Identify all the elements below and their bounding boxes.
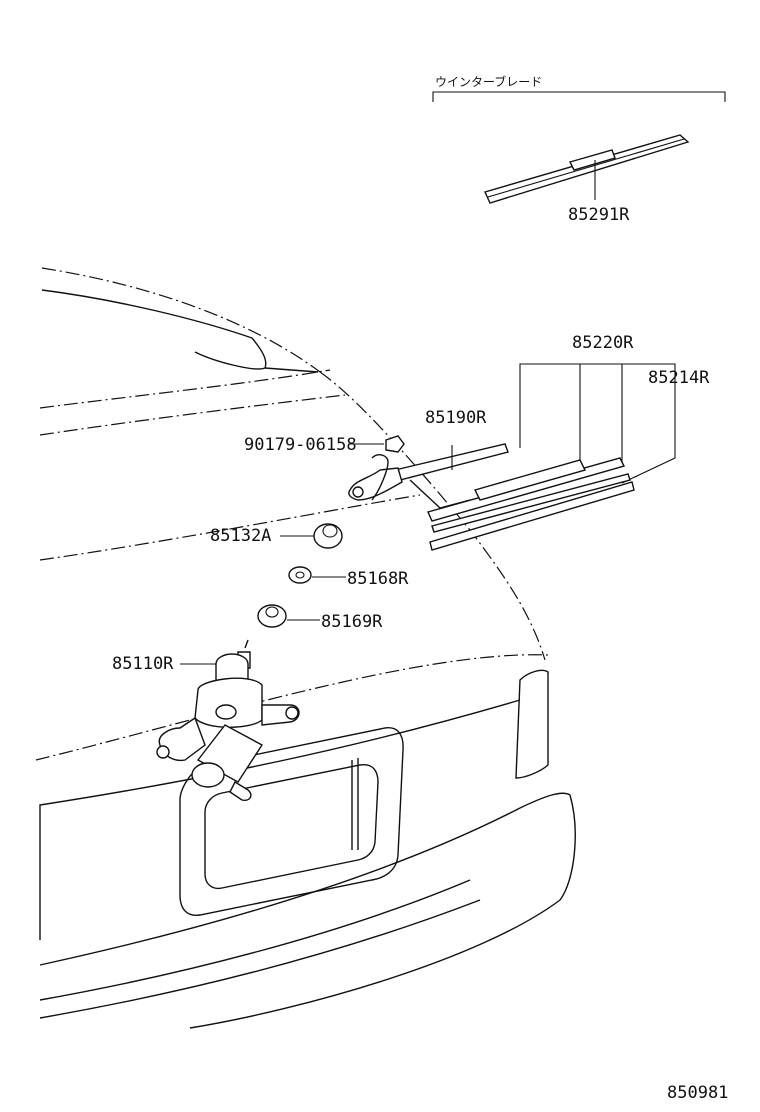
motor-gear-housing — [194, 677, 263, 728]
wiper-arm-spring — [371, 454, 389, 501]
seal-hole — [265, 606, 279, 618]
glass-top-line — [39, 369, 331, 409]
motor-shaft-tip — [244, 639, 249, 649]
car-body — [35, 267, 576, 1029]
wiper-motor-group: 85110R — [112, 639, 300, 802]
wiper-rubber-refill — [429, 481, 635, 551]
motor-gear-cap — [215, 704, 237, 720]
seal — [257, 604, 287, 628]
label-85190R: 85190R — [425, 408, 487, 428]
roof-edge-line — [41, 267, 321, 373]
label-85110R: 85110R — [112, 654, 174, 674]
bracket-hole-right — [285, 706, 299, 720]
label-90179-06158: 90179-06158 — [244, 435, 357, 455]
door-lower-line — [35, 654, 549, 761]
bumper-face — [189, 794, 576, 1029]
wiper-assy-group: 85220R 85214R 85190R 90179-06158 — [244, 333, 710, 551]
label-85220R: 85220R — [572, 333, 634, 353]
label-85291R: 85291R — [568, 205, 630, 225]
group-label: ウインターブレード — [435, 74, 542, 89]
label-85168R: 85168R — [347, 569, 409, 589]
wiper-blade-yoke — [473, 459, 587, 501]
bracket-hole-left — [156, 745, 170, 759]
arm-nut — [385, 435, 405, 453]
winter-blade-rib — [487, 138, 685, 198]
bumper-lower-2 — [39, 899, 481, 1019]
license-recess-edge — [351, 758, 359, 850]
glass-bottom-line — [39, 494, 421, 561]
label-85169R: 85169R — [321, 612, 383, 632]
spoiler-underside — [264, 367, 319, 373]
winter-blade-group: ウインターブレード 85291R — [432, 74, 726, 225]
arm-pivot-hole — [352, 486, 364, 498]
small-parts-group: 85132A 85168R 85169R — [210, 523, 409, 632]
wiper-blade-rubber-upper — [431, 473, 631, 533]
tail-lamp — [515, 669, 549, 779]
winter-blade-body — [484, 134, 690, 204]
glass-top-line-2 — [39, 394, 346, 436]
leader-bracket-85214R — [519, 363, 676, 484]
pivot-cap — [313, 523, 343, 549]
drawing-number: 850981 — [667, 1083, 728, 1103]
panel-side-line — [39, 699, 521, 940]
label-85214R: 85214R — [648, 368, 710, 388]
bumper-top — [39, 792, 571, 966]
spoiler-top — [41, 289, 253, 339]
spoiler-end — [194, 337, 267, 370]
bumper-lower-1 — [39, 879, 471, 1001]
pivot-cap-top — [322, 524, 338, 538]
motor-connector — [229, 781, 252, 802]
license-recess-inner — [204, 763, 379, 890]
motor-end-cap — [191, 762, 225, 788]
winter-blade-clip — [568, 149, 616, 171]
grommet-hole — [295, 571, 305, 579]
grommet — [288, 566, 312, 584]
label-85132A: 85132A — [210, 526, 271, 546]
group-bracket — [432, 91, 726, 102]
